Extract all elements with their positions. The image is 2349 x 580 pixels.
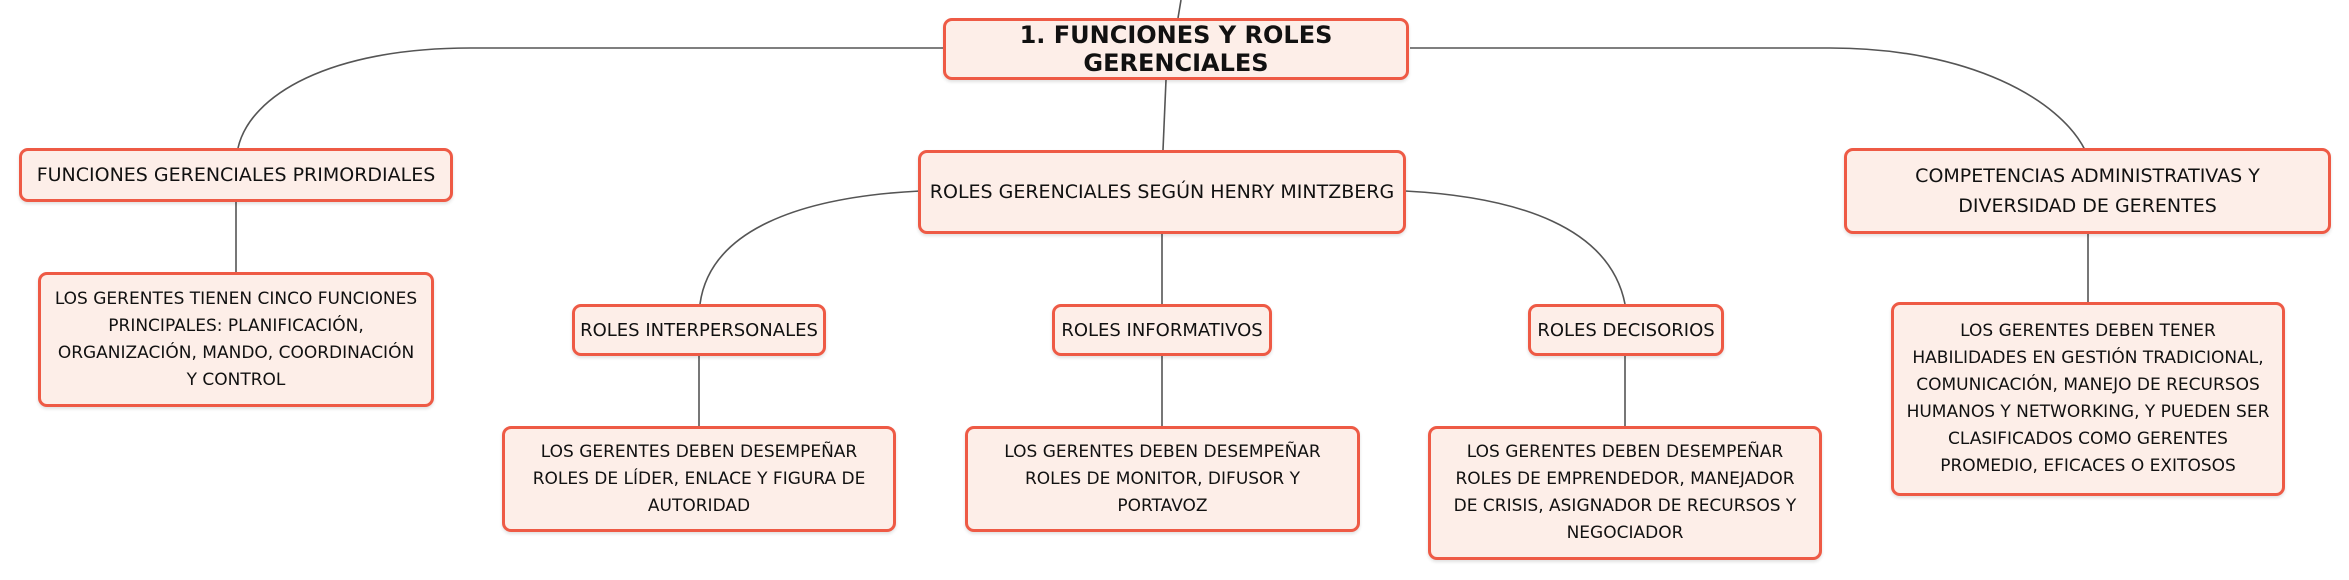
detail-competencias-administrativas[interactable]: LOS GERENTES DEBEN TENER HABILIDADES EN … <box>1891 302 2285 496</box>
topic-roles-decisorios-label: ROLES DECISORIOS <box>1537 319 1715 341</box>
topic-roles-mintzberg-label: ROLES GERENCIALES SEGÚN HENRY MINTZBERG <box>929 181 1395 203</box>
detail-roles-informativos[interactable]: LOS GERENTES DEBEN DESEMPEÑAR ROLES DE M… <box>965 426 1360 532</box>
topic-funciones-gerenciales[interactable]: FUNCIONES GERENCIALES PRIMORDIALES <box>19 148 453 202</box>
link-root-roles <box>1162 79 1167 151</box>
root-topic-label: 1. FUNCIONES Y ROLES GERENCIALES <box>1019 21 1333 77</box>
link-roles-decisorios <box>1404 190 1626 305</box>
detail-roles-interpersonales[interactable]: LOS GERENTES DEBEN DESEMPEÑAR ROLES DE L… <box>502 426 896 532</box>
detail-roles-decisorios-text: LOS GERENTES DEBEN DESEMPEÑAR ROLES DE E… <box>1453 442 1797 543</box>
topic-funciones-gerenciales-label: FUNCIONES GERENCIALES PRIMORDIALES <box>36 164 436 186</box>
topic-competencias-administrativas[interactable]: COMPETENCIAS ADMINISTRATIVAS Y DIVERSIDA… <box>1844 148 2331 234</box>
topic-roles-mintzberg[interactable]: ROLES GERENCIALES SEGÚN HENRY MINTZBERG <box>918 150 1406 234</box>
root-topic[interactable]: 1. FUNCIONES Y ROLES GERENCIALES <box>943 18 1409 80</box>
topic-roles-informativos-label: ROLES INFORMATIVOS <box>1061 319 1263 341</box>
detail-roles-interpersonales-text: LOS GERENTES DEBEN DESEMPEÑAR ROLES DE L… <box>532 441 866 516</box>
topic-roles-decisorios[interactable]: ROLES DECISORIOS <box>1528 304 1724 356</box>
link-root-competencias <box>1410 47 2086 151</box>
topic-roles-interpersonales-label: ROLES INTERPERSONALES <box>580 319 818 341</box>
link-root-funciones <box>237 47 943 149</box>
detail-roles-informativos-text: LOS GERENTES DEBEN DESEMPEÑAR ROLES DE M… <box>1004 441 1321 516</box>
link-root-top <box>1177 0 1182 19</box>
detail-roles-decisorios[interactable]: LOS GERENTES DEBEN DESEMPEÑAR ROLES DE E… <box>1428 426 1822 560</box>
detail-funciones-gerenciales[interactable]: LOS GERENTES TIENEN CINCO FUNCIONES PRIN… <box>38 272 434 407</box>
topic-roles-informativos[interactable]: ROLES INFORMATIVOS <box>1052 304 1272 356</box>
detail-funciones-gerenciales-text: LOS GERENTES TIENEN CINCO FUNCIONES PRIN… <box>54 288 418 390</box>
topic-roles-interpersonales[interactable]: ROLES INTERPERSONALES <box>572 304 826 356</box>
link-roles-interpersonales <box>699 190 921 305</box>
topic-competencias-administrativas-label: COMPETENCIAS ADMINISTRATIVAS Y DIVERSIDA… <box>1915 165 2260 217</box>
detail-competencias-administrativas-text: LOS GERENTES DEBEN TENER HABILIDADES EN … <box>1906 321 2270 476</box>
